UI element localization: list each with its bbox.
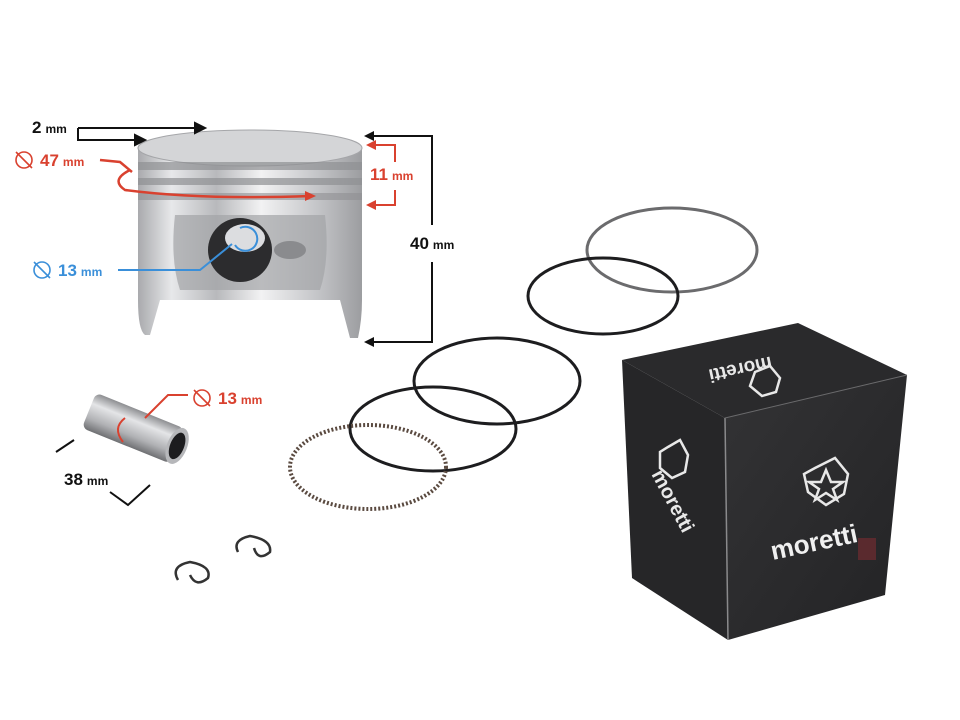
dim-label-13mm-pin: 13 mm	[192, 384, 262, 409]
dim-label-40mm: 40 mm	[410, 234, 455, 253]
diameter-icon	[15, 151, 33, 169]
diameter-icon	[33, 261, 51, 279]
piston	[137, 129, 363, 338]
piston-rings	[288, 206, 759, 511]
dim-label-38mm: 38 mm	[64, 470, 109, 489]
dim-label-11mm: 11 mm	[370, 165, 414, 184]
diameter-icon	[193, 389, 211, 407]
pin-bore-13-arrow	[118, 225, 259, 271]
dim-label-2mm: 2 mm	[32, 118, 67, 137]
piston-pin	[83, 394, 189, 464]
moretti-box	[622, 323, 908, 641]
height-40-arrows	[364, 131, 433, 347]
diameter-47-arrows	[99, 158, 316, 201]
pin-diameter-arrows	[117, 394, 188, 443]
circlips	[174, 534, 272, 584]
dim-label-13mm-bore: 13 mm	[32, 256, 102, 281]
groove-dimension-arrows	[77, 121, 208, 147]
pin-length-arrows	[55, 439, 151, 507]
dim-label-47mm: 47 mm	[14, 146, 84, 171]
ring-zone-11-arrows	[366, 140, 396, 210]
